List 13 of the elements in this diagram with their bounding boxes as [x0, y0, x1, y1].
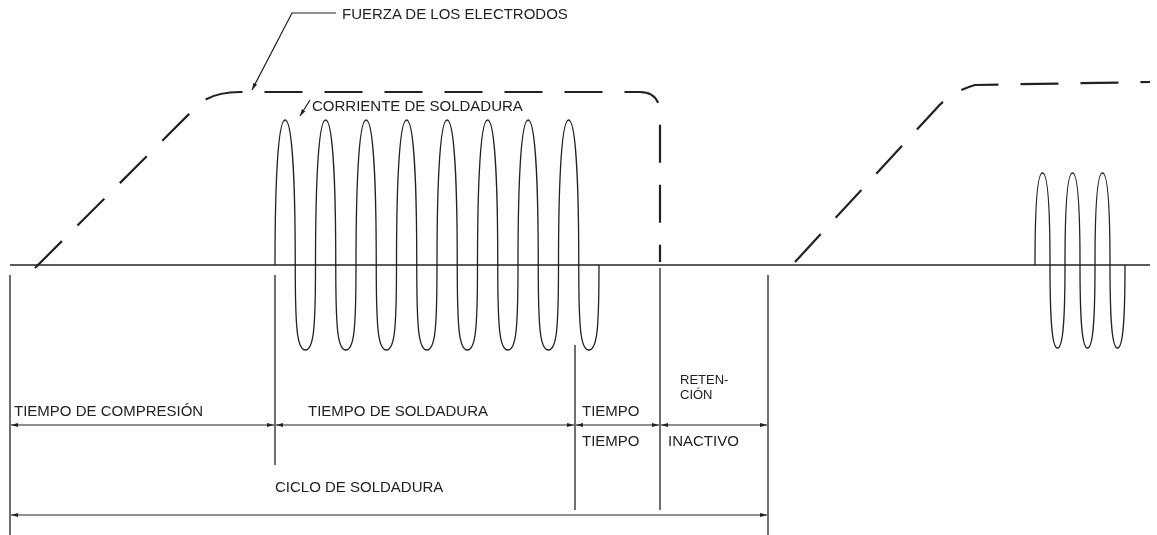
dimension-label: TIEMPO: [582, 432, 640, 449]
dimension-label: TIEMPO DE SOLDADURA: [308, 402, 489, 419]
dimension-label: TIEMPO DE COMPRESIÓN: [14, 402, 204, 419]
dimension-label: TIEMPO: [582, 402, 640, 419]
callout-label: CORRIENTE DE SOLDADURA: [312, 97, 523, 114]
leader-line: [251, 12, 337, 91]
dimension-label: CICLO DE SOLDADURA: [275, 478, 444, 495]
force-curve: [34, 90, 662, 269]
dimension-label: INACTIVO: [668, 432, 739, 449]
callout-label: FUERZA DE LOS ELECTRODOS: [342, 5, 568, 22]
current-wave: [274, 119, 600, 351]
dimension-label: RETEN- CIÓN: [680, 372, 730, 402]
leader-line: [299, 99, 311, 117]
